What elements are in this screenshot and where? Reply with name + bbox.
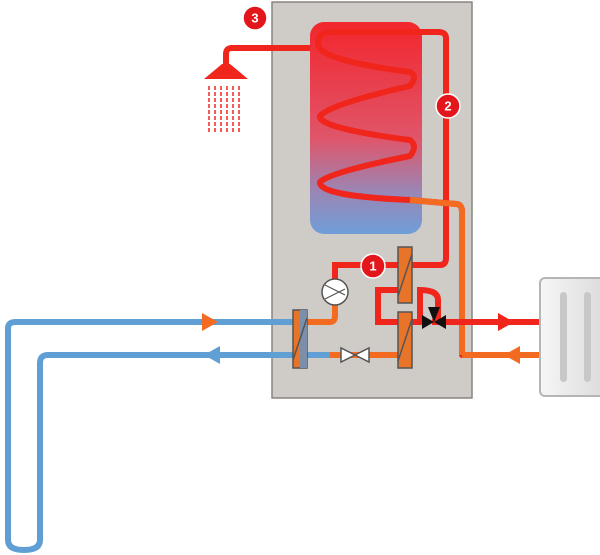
flow-arrow-radiator-return (504, 346, 520, 364)
flow-arrow-supply-in (202, 313, 218, 331)
flow-arrow-return-out (204, 346, 220, 364)
expansion-valve-icon (340, 346, 370, 364)
tank-coil-lower-segment (409, 197, 465, 355)
compressor-icon (321, 278, 349, 306)
badge-3: 3 (242, 5, 268, 31)
hot-water-tank (310, 22, 422, 234)
condenser-lower (397, 311, 413, 369)
hot-water-outlet-pipe (223, 45, 310, 66)
svg-text:1: 1 (369, 259, 376, 274)
tank-heating-coil (315, 29, 465, 358)
svg-text:2: 2 (444, 99, 451, 114)
refrigerant-to-compressor-pipe (300, 303, 338, 325)
three-way-valve-icon (422, 307, 446, 329)
svg-text:3: 3 (251, 11, 258, 26)
radiator-icon (539, 277, 600, 397)
tank-coil-supply-pipe (405, 29, 449, 268)
ground-loop-return-pipe (5, 319, 300, 553)
shower-head-icon (204, 64, 248, 132)
badge-2: 2 (435, 93, 461, 119)
flow-arrow-radiator-supply (498, 313, 514, 331)
condenser-upper (397, 246, 413, 304)
badge-1: 1 (360, 253, 386, 279)
evaporator (292, 309, 308, 369)
